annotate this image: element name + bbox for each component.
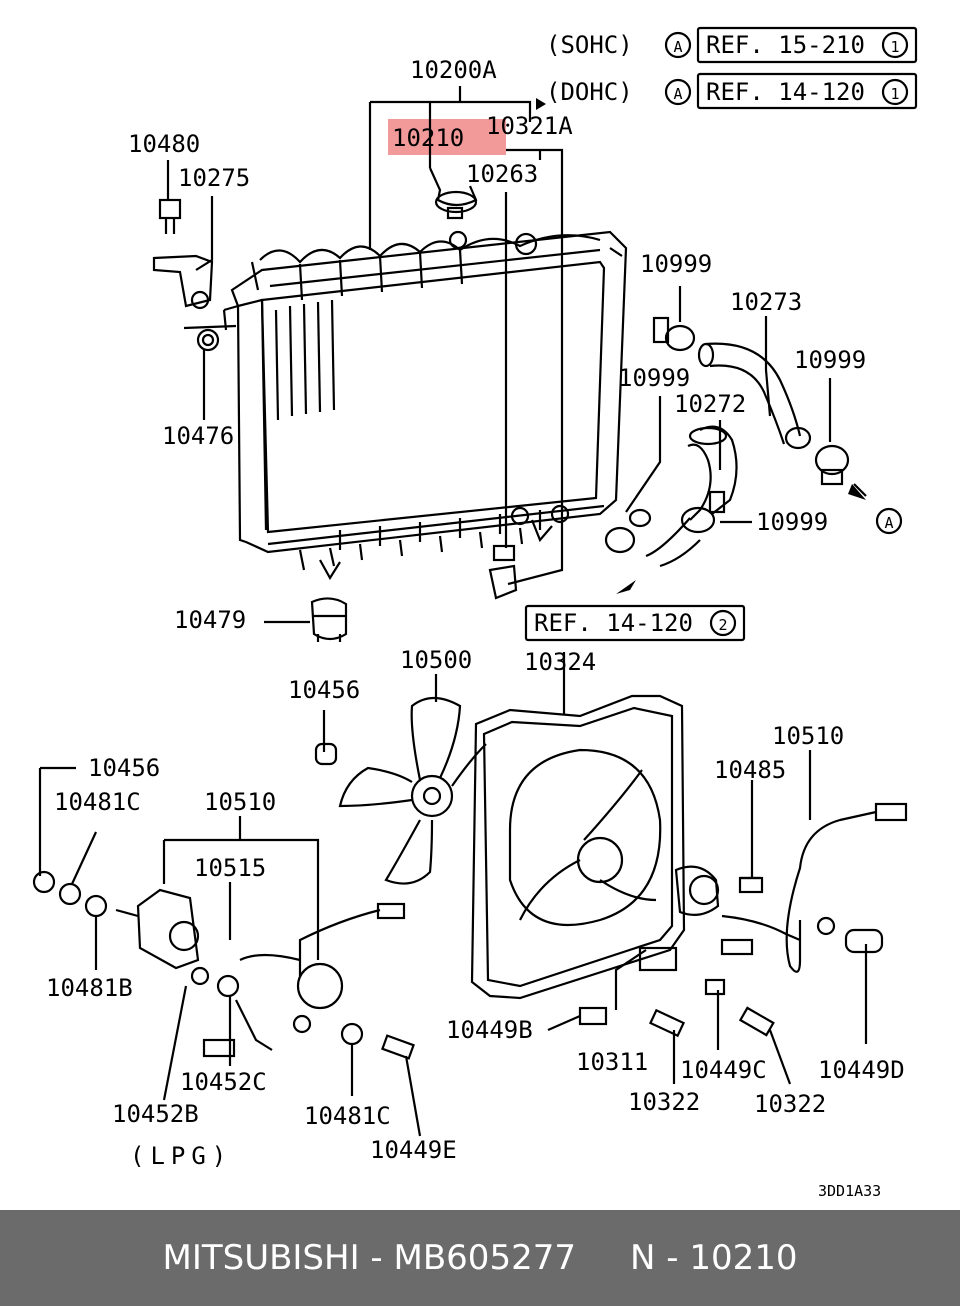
ref-dohc-num: 1 [890, 85, 899, 103]
label-10481C-b: 10481C [304, 1102, 391, 1130]
radiator [222, 230, 628, 581]
ref-dohc-engine: (DOHC) [546, 78, 633, 106]
ref-dohc-circle: A [673, 85, 682, 103]
hose-clamps [604, 316, 850, 554]
label-10485: 10485 [714, 756, 786, 784]
label-10324: 10324 [524, 648, 596, 676]
label-10999-b: 10999 [794, 346, 866, 374]
label-10452C: 10452C [180, 1068, 267, 1096]
label-10273: 10273 [730, 288, 802, 316]
fan-motor-right [638, 750, 908, 973]
label-10322-a: 10322 [628, 1088, 700, 1116]
upper-hose-10273 [697, 342, 812, 450]
label-10275: 10275 [178, 164, 250, 192]
drain-plug-10263 [488, 544, 518, 600]
lower-hose-10272 [645, 425, 738, 568]
label-10200A: 10200A [410, 56, 497, 84]
ref-box-sohc [696, 26, 918, 64]
label-10481B: 10481B [46, 974, 133, 1002]
bushing-10476 [196, 328, 220, 352]
circle-a-arrow [875, 507, 903, 535]
circle-1-dohc [881, 78, 909, 106]
fan-motor-left [32, 766, 422, 1137]
label-10263: 10263 [466, 160, 538, 188]
label-10449B: 10449B [446, 1016, 533, 1044]
ref-sohc-circle: A [673, 38, 682, 56]
ref-sohc-engine: (SOHC) [546, 31, 633, 59]
label-10449C: 10449C [680, 1056, 767, 1084]
radiator-cap [428, 167, 478, 220]
label-10210: 10210 [392, 124, 464, 152]
arrows [536, 98, 866, 594]
bracket-10275 [152, 254, 214, 310]
footer-gap [576, 1238, 630, 1278]
mount-10479 [310, 597, 348, 642]
highlight-10210 [388, 119, 506, 155]
ref-box-dohc [696, 72, 918, 110]
label-10500: 10500 [400, 646, 472, 674]
diagram-code: 3DD1A33 [818, 1182, 881, 1200]
label-10321A: 10321A [486, 112, 573, 140]
circle-1-sohc [881, 31, 909, 59]
label-10510-a: 10510 [204, 788, 276, 816]
parts-diagram: (SOHC) A REF. 15-210 1 (DOHC) A REF. 14-… [32, 26, 918, 1200]
label-10515: 10515 [194, 854, 266, 882]
footer-separator: - [359, 1238, 394, 1278]
label-10480: 10480 [128, 130, 200, 158]
label-10456-b: 10456 [88, 754, 160, 782]
label-lpg: (LPG) [130, 1142, 232, 1170]
circle-a-sohc [664, 31, 692, 59]
label-10449E: 10449E [370, 1136, 457, 1164]
label-10311: 10311 [576, 1048, 648, 1076]
label-10449D: 10449D [818, 1056, 905, 1084]
label-10452B: 10452B [112, 1100, 199, 1128]
label-10479: 10479 [174, 606, 246, 634]
label-10272: 10272 [674, 390, 746, 418]
ref-lower-label: REF. 14-120 [534, 609, 693, 637]
label-10510-b: 10510 [772, 722, 844, 750]
circle-a-dohc [664, 78, 692, 106]
label-10481C-a: 10481C [54, 788, 141, 816]
circle-2-lower [709, 609, 737, 637]
label-10999-d: 10999 [756, 508, 828, 536]
shroud-10324 [314, 652, 686, 1000]
label-10999-c: 10999 [618, 364, 690, 392]
label-10456-a: 10456 [288, 676, 360, 704]
arrow-target-circle: A [884, 514, 893, 532]
label-10999-a: 10999 [640, 250, 712, 278]
footer-part-number: MB605277 [393, 1238, 576, 1278]
ref-box-lower [524, 604, 746, 642]
ref-lower-num: 2 [718, 616, 727, 634]
ref-dohc-label: REF. 14-120 [706, 78, 865, 106]
ref-sohc-num: 1 [890, 38, 899, 56]
footer-ref: N - 10210 [630, 1238, 798, 1278]
footer-bar: MITSUBISHI - MB605277 N - 10210 [0, 1210, 960, 1306]
fan-10500 [338, 674, 487, 885]
label-10476: 10476 [162, 422, 234, 450]
bolt-10480 [158, 198, 182, 234]
label-10322-b: 10322 [754, 1090, 826, 1118]
ref-sohc-label: REF. 15-210 [706, 31, 865, 59]
footer-brand: MITSUBISHI [162, 1238, 360, 1278]
sensors-right [547, 916, 884, 1085]
